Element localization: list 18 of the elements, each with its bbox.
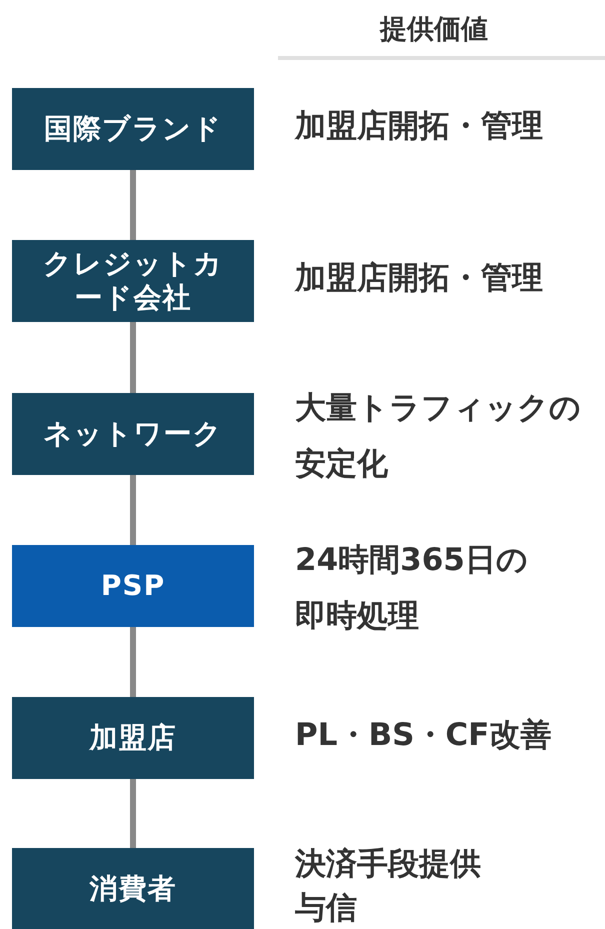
connector-line <box>130 170 136 240</box>
connector-line <box>130 627 136 697</box>
value-text: 24時間365日の即時処理 <box>295 541 529 636</box>
column-heading: 提供価値 <box>380 13 488 47</box>
entity-box: クレジットカード会社 <box>12 240 254 322</box>
value-text: 大量トラフィックの安定化 <box>295 389 582 484</box>
value-text: 決済手段提供与信 <box>295 845 482 928</box>
connector-line <box>130 779 136 848</box>
entity-box: 加盟店 <box>12 697 254 779</box>
entity-box: ネットワーク <box>12 393 254 475</box>
entity-box: 国際ブランド <box>12 88 254 170</box>
value-text: PL・BS・CF改善 <box>295 716 552 755</box>
entity-box: PSP <box>12 545 254 627</box>
entity-box: 消費者 <box>12 848 254 929</box>
value-text: 加盟店開拓・管理 <box>295 259 544 298</box>
connector-line <box>130 475 136 545</box>
connector-line <box>130 322 136 393</box>
value-text: 加盟店開拓・管理 <box>295 107 544 146</box>
